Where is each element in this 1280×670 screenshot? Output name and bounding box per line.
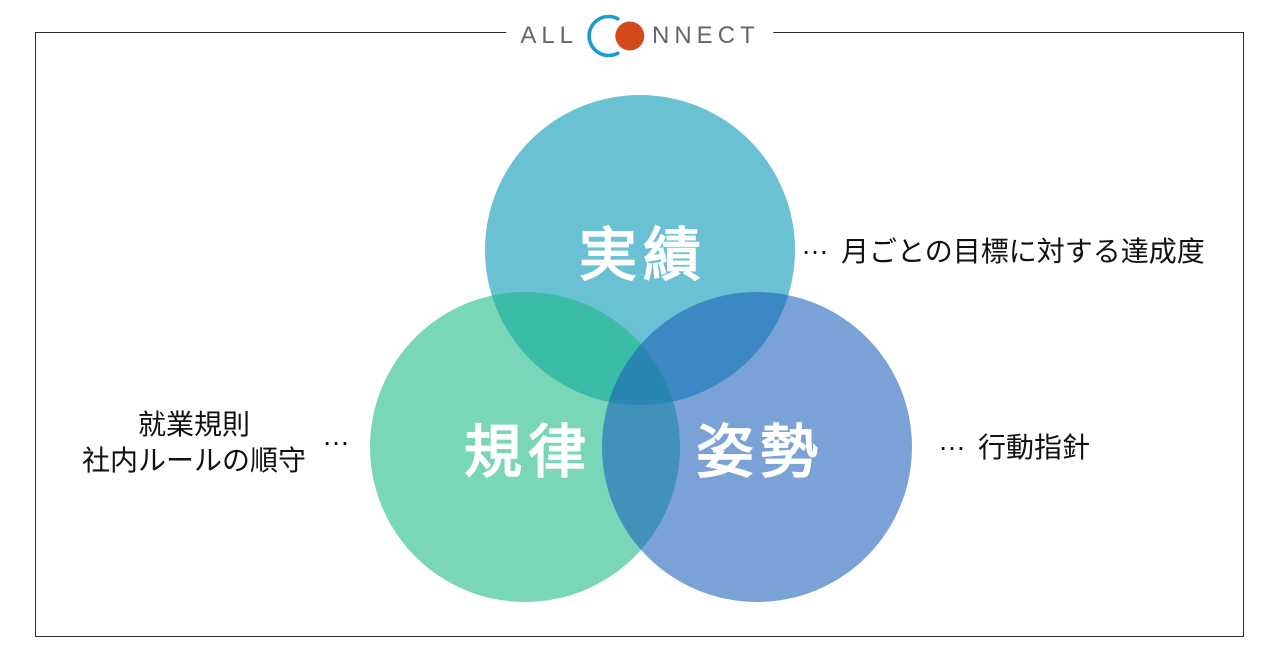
annotation-discipline-line1: 就業規則 xyxy=(138,409,251,440)
allconnect-ring-dot-icon xyxy=(587,14,645,58)
logo-dot-icon xyxy=(615,21,645,51)
annotation-achievement-text: 月ごとの目標に対する達成度 xyxy=(841,236,1205,267)
circle-label-attitude: 姿勢 xyxy=(695,420,825,485)
ellipsis-discipline: … xyxy=(322,420,351,451)
annotation-attitude-text: 行動指針 xyxy=(978,432,1091,463)
circle-attitude xyxy=(602,292,912,602)
logo-text-all: ALL xyxy=(520,22,579,49)
logo-ring-icon xyxy=(587,14,620,58)
annotation-discipline-line2: 社内ルールの順守 xyxy=(82,445,307,476)
logo-text-nnect: NNECT xyxy=(652,22,760,49)
annotation-discipline: 就業規則 社内ルールの順守 … xyxy=(82,407,350,479)
annotation-attitude: … 行動指針 xyxy=(938,425,1091,466)
annotation-discipline-text: 就業規則 社内ルールの順守 xyxy=(82,407,306,479)
allconnect-logo: ALL NNECT xyxy=(506,12,774,60)
ellipsis-achievement: … xyxy=(801,229,829,260)
circle-label-achievement: 実績 xyxy=(578,223,708,288)
annotation-achievement: … 月ごとの目標に対する達成度 xyxy=(801,229,1205,270)
ellipsis-attitude: … xyxy=(938,425,966,456)
circle-label-discipline: 規律 xyxy=(463,420,593,485)
